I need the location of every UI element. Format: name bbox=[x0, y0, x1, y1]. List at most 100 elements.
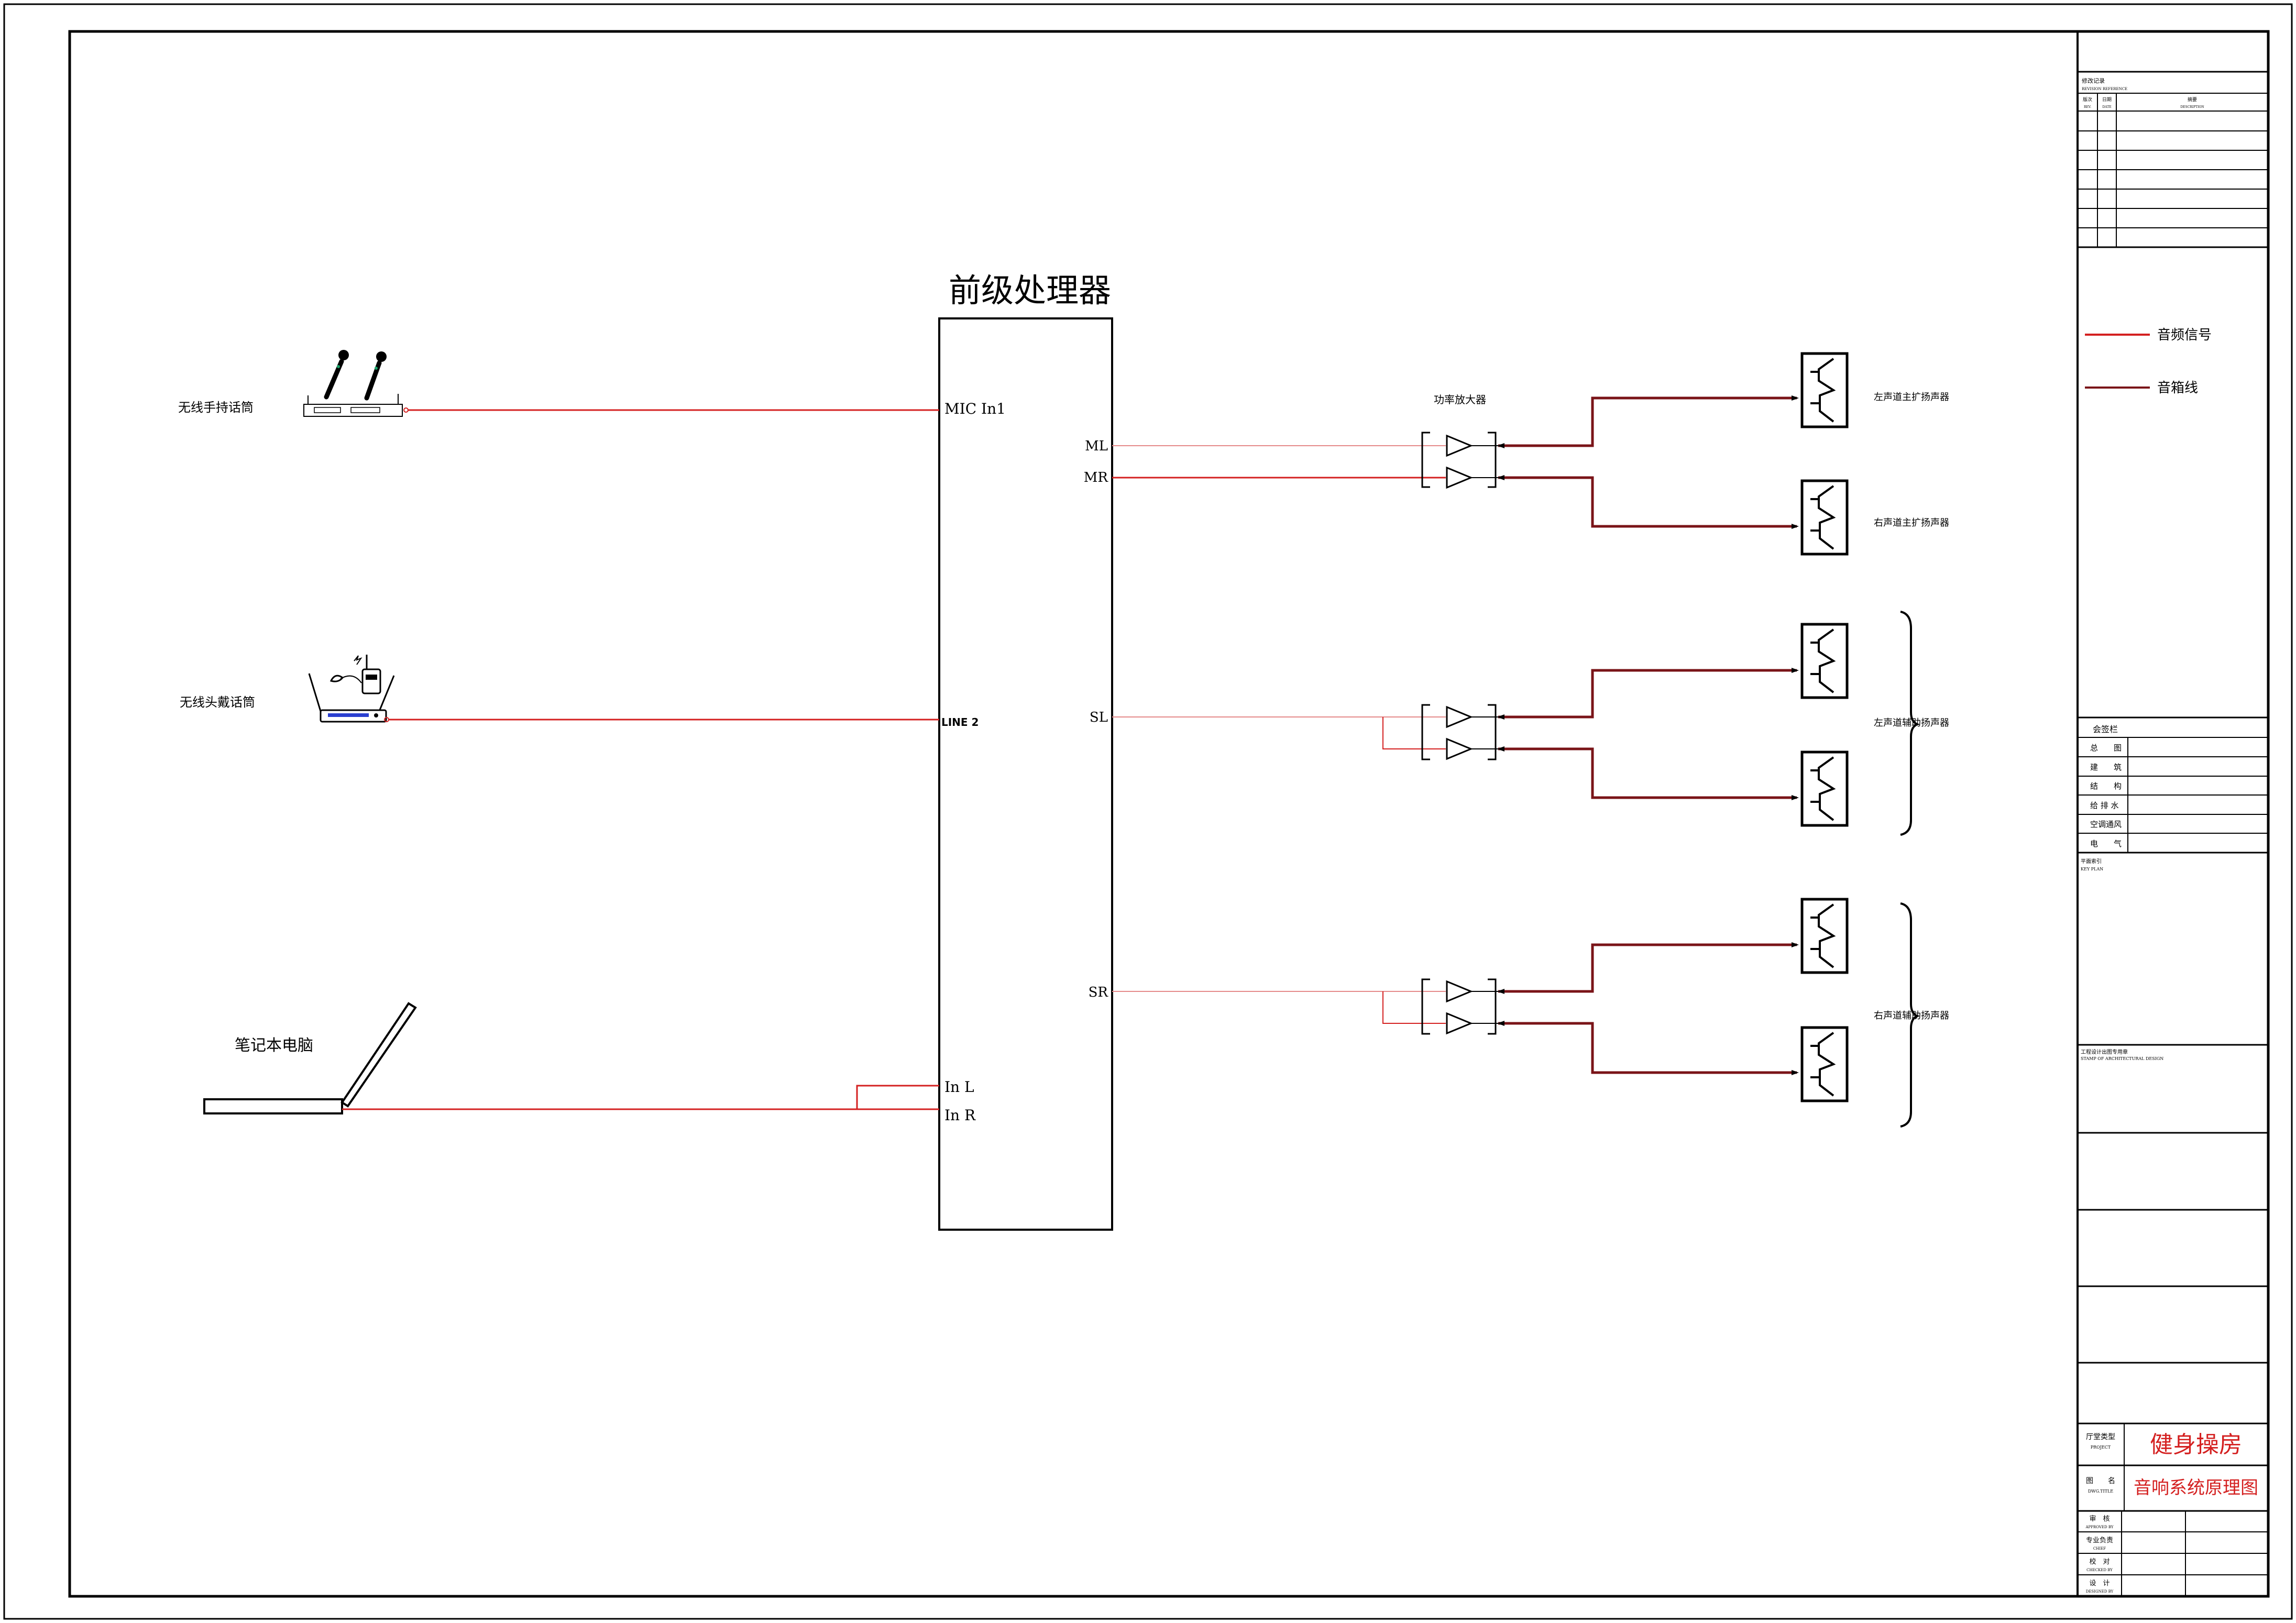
sign-row-hvac: 空调通风 bbox=[2090, 820, 2122, 829]
amp-triangle-icon bbox=[1446, 434, 1473, 457]
drawing-name: 音响系统原理图 bbox=[2134, 1477, 2258, 1498]
bodypack-transmitter-icon bbox=[354, 655, 381, 694]
left-aux-group: 左声道辅助扬声器 bbox=[1874, 611, 1949, 836]
rev-col-header: 版次 bbox=[2083, 96, 2092, 103]
date-col-header: 日期 bbox=[2102, 97, 2112, 103]
sign-row-structure: 结 构 bbox=[2090, 781, 2122, 791]
chief-label: 专业负责 bbox=[2086, 1537, 2113, 1544]
legend: 音频信号 音箱线 bbox=[2085, 327, 2212, 396]
loudspeaker-icon bbox=[1800, 750, 1849, 827]
laptop-computer[interactable]: 笔记本电脑 bbox=[203, 1002, 417, 1114]
speaker-left-main-label: 左声道主扩扬声器 bbox=[1874, 392, 1949, 403]
speaker-left-aux-2[interactable] bbox=[1800, 750, 1849, 827]
speaker-right-main-label: 右声道主扩扬声器 bbox=[1874, 517, 1949, 528]
checked-label: 校 对 bbox=[2089, 1558, 2110, 1566]
microphone-icon-2 bbox=[364, 351, 387, 401]
sign-row-plumbing: 给 排 水 bbox=[2090, 801, 2119, 810]
revision-heading: 修改记录 bbox=[2082, 77, 2105, 84]
receiver-display-2 bbox=[350, 407, 380, 413]
speaker-right-aux-1[interactable] bbox=[1800, 898, 1849, 974]
port-line2: LINE 2 bbox=[941, 716, 979, 728]
stamp-label: 工程设计出图专用章 bbox=[2081, 1048, 2128, 1055]
audio-signal-cables-out bbox=[1112, 445, 1446, 1024]
chief-label-en: CHIEF bbox=[2093, 1547, 2106, 1551]
drawing-field-label: 图 名 bbox=[2086, 1477, 2115, 1485]
outer-border bbox=[3, 3, 2293, 1620]
speaker-cables bbox=[1498, 396, 1797, 1074]
speaker-left-main[interactable]: 左声道主扩扬声器 bbox=[1800, 352, 1949, 428]
speaker-left-aux-1[interactable] bbox=[1800, 623, 1849, 699]
loudspeaker-icon bbox=[1800, 1026, 1849, 1102]
designed-label: 设 计 bbox=[2089, 1580, 2110, 1587]
sign-row-architecture: 建 筑 bbox=[2090, 763, 2122, 772]
headset-mic-label: 无线头戴话筒 bbox=[180, 695, 255, 710]
desc-col-header: 摘要 bbox=[2188, 96, 2197, 103]
key-plan-label-en: KEY PLAN bbox=[2081, 867, 2103, 871]
loudspeaker-icon bbox=[1800, 898, 1849, 974]
revision-heading-en: REVISION REFERENCE bbox=[2082, 87, 2127, 91]
brace-icon bbox=[1900, 902, 1920, 1128]
receiver-display bbox=[314, 407, 341, 413]
port-sl: SL bbox=[1090, 710, 1108, 725]
port-sr: SR bbox=[1089, 985, 1109, 1000]
port-in-l: In L bbox=[944, 1078, 974, 1096]
right-aux-group: 右声道辅助扬声器 bbox=[1874, 902, 1949, 1128]
audio-signal-cables-in bbox=[342, 409, 939, 1110]
amp-triangle-icon bbox=[1446, 1012, 1473, 1035]
sign-off-table: 会签栏 总 图 建 筑 结 构 给 排 水 空调通风 电 气 bbox=[2078, 724, 2268, 853]
speaker-right-aux-2[interactable] bbox=[1800, 1026, 1849, 1102]
loudspeaker-icon bbox=[1800, 623, 1849, 699]
speaker-right-main[interactable]: 右声道主扩扬声器 bbox=[1800, 479, 1949, 556]
amplifier-label: 功率放大器 bbox=[1434, 393, 1486, 406]
key-plan-label: 平面索引 bbox=[2081, 858, 2102, 865]
desc-col-header-en: DESCRIPTION bbox=[2180, 105, 2204, 109]
cable-arrowheads bbox=[1497, 395, 1799, 1075]
drawing-frame bbox=[68, 30, 2270, 1598]
laptop-base bbox=[203, 1098, 343, 1114]
loudspeaker-icon bbox=[1800, 479, 1849, 556]
date-col-header-en: DATE bbox=[2102, 105, 2111, 109]
handheld-mic-receiver[interactable]: 无线手持话筒 bbox=[178, 350, 409, 417]
amp-triangle-icon bbox=[1446, 705, 1473, 728]
legend-audio-label: 音频信号 bbox=[2157, 327, 2212, 343]
amp-triangle-icon bbox=[1446, 980, 1473, 1003]
revision-table: 修改记录 REVISION REFERENCE 版次 REV. 日期 DATE … bbox=[2078, 77, 2268, 247]
amplifier-main[interactable] bbox=[1421, 432, 1498, 489]
project-name: 健身操房 bbox=[2150, 1431, 2242, 1458]
port-mic-in1: MIC In1 bbox=[944, 400, 1006, 417]
brace-icon bbox=[1900, 611, 1920, 836]
sign-heading: 会签栏 bbox=[2093, 724, 2118, 734]
checked-label-en: CHECKED BY bbox=[2086, 1568, 2113, 1572]
project-field-label-en: PROJECT bbox=[2091, 1445, 2111, 1450]
approved-label-en: APPROVED BY bbox=[2085, 1525, 2113, 1529]
handheld-mic-label: 无线手持话筒 bbox=[178, 400, 254, 415]
speaker-right-aux-label: 右声道辅助扬声器 bbox=[1874, 1010, 1949, 1021]
processor-title: 前级处理器 bbox=[949, 271, 1111, 310]
amp-triangle-icon bbox=[1446, 737, 1473, 760]
rev-col-header-en: REV. bbox=[2084, 105, 2091, 109]
designed-label-en: DESIGNED BY bbox=[2086, 1589, 2114, 1594]
port-ml: ML bbox=[1085, 438, 1108, 454]
project-info: 厅堂类型 PROJECT 健身操房 图 名 DWG.TITLE 音响系统原理图 bbox=[2086, 1423, 2258, 1511]
processor-block[interactable]: 前级处理器 MIC In1 LINE 2 In L In R ML MR SL … bbox=[938, 271, 1113, 1231]
speaker-left-aux-label: 左声道辅助扬声器 bbox=[1874, 717, 1949, 728]
stamp-label-en: STAMP OF ARCHITECTURAL DESIGN bbox=[2081, 1056, 2163, 1061]
approval-table: 审 核 APPROVED BY 专业负责 CHIEF 校 对 CHECKED B… bbox=[2078, 1511, 2268, 1596]
headset-mic-receiver[interactable]: 无线头戴话筒 bbox=[180, 655, 395, 723]
project-field-label: 厅堂类型 bbox=[2086, 1433, 2115, 1441]
headset-icon bbox=[329, 675, 362, 683]
amplifier-surround-right[interactable] bbox=[1421, 978, 1498, 1035]
port-mr: MR bbox=[1084, 470, 1109, 485]
processor-box bbox=[938, 317, 1113, 1231]
laptop-screen bbox=[340, 1002, 417, 1108]
laptop-label: 笔记本电脑 bbox=[235, 1036, 313, 1055]
drawing-field-label-en: DWG.TITLE bbox=[2088, 1489, 2113, 1494]
loudspeaker-icon bbox=[1800, 352, 1849, 428]
amp-triangle-icon bbox=[1446, 466, 1473, 489]
port-in-r: In R bbox=[944, 1107, 976, 1124]
sign-row-general: 总 图 bbox=[2090, 743, 2122, 753]
amplifier-surround-left[interactable] bbox=[1421, 704, 1498, 760]
receiver-unit bbox=[303, 404, 403, 417]
sign-row-electrical: 电 气 bbox=[2090, 839, 2122, 848]
